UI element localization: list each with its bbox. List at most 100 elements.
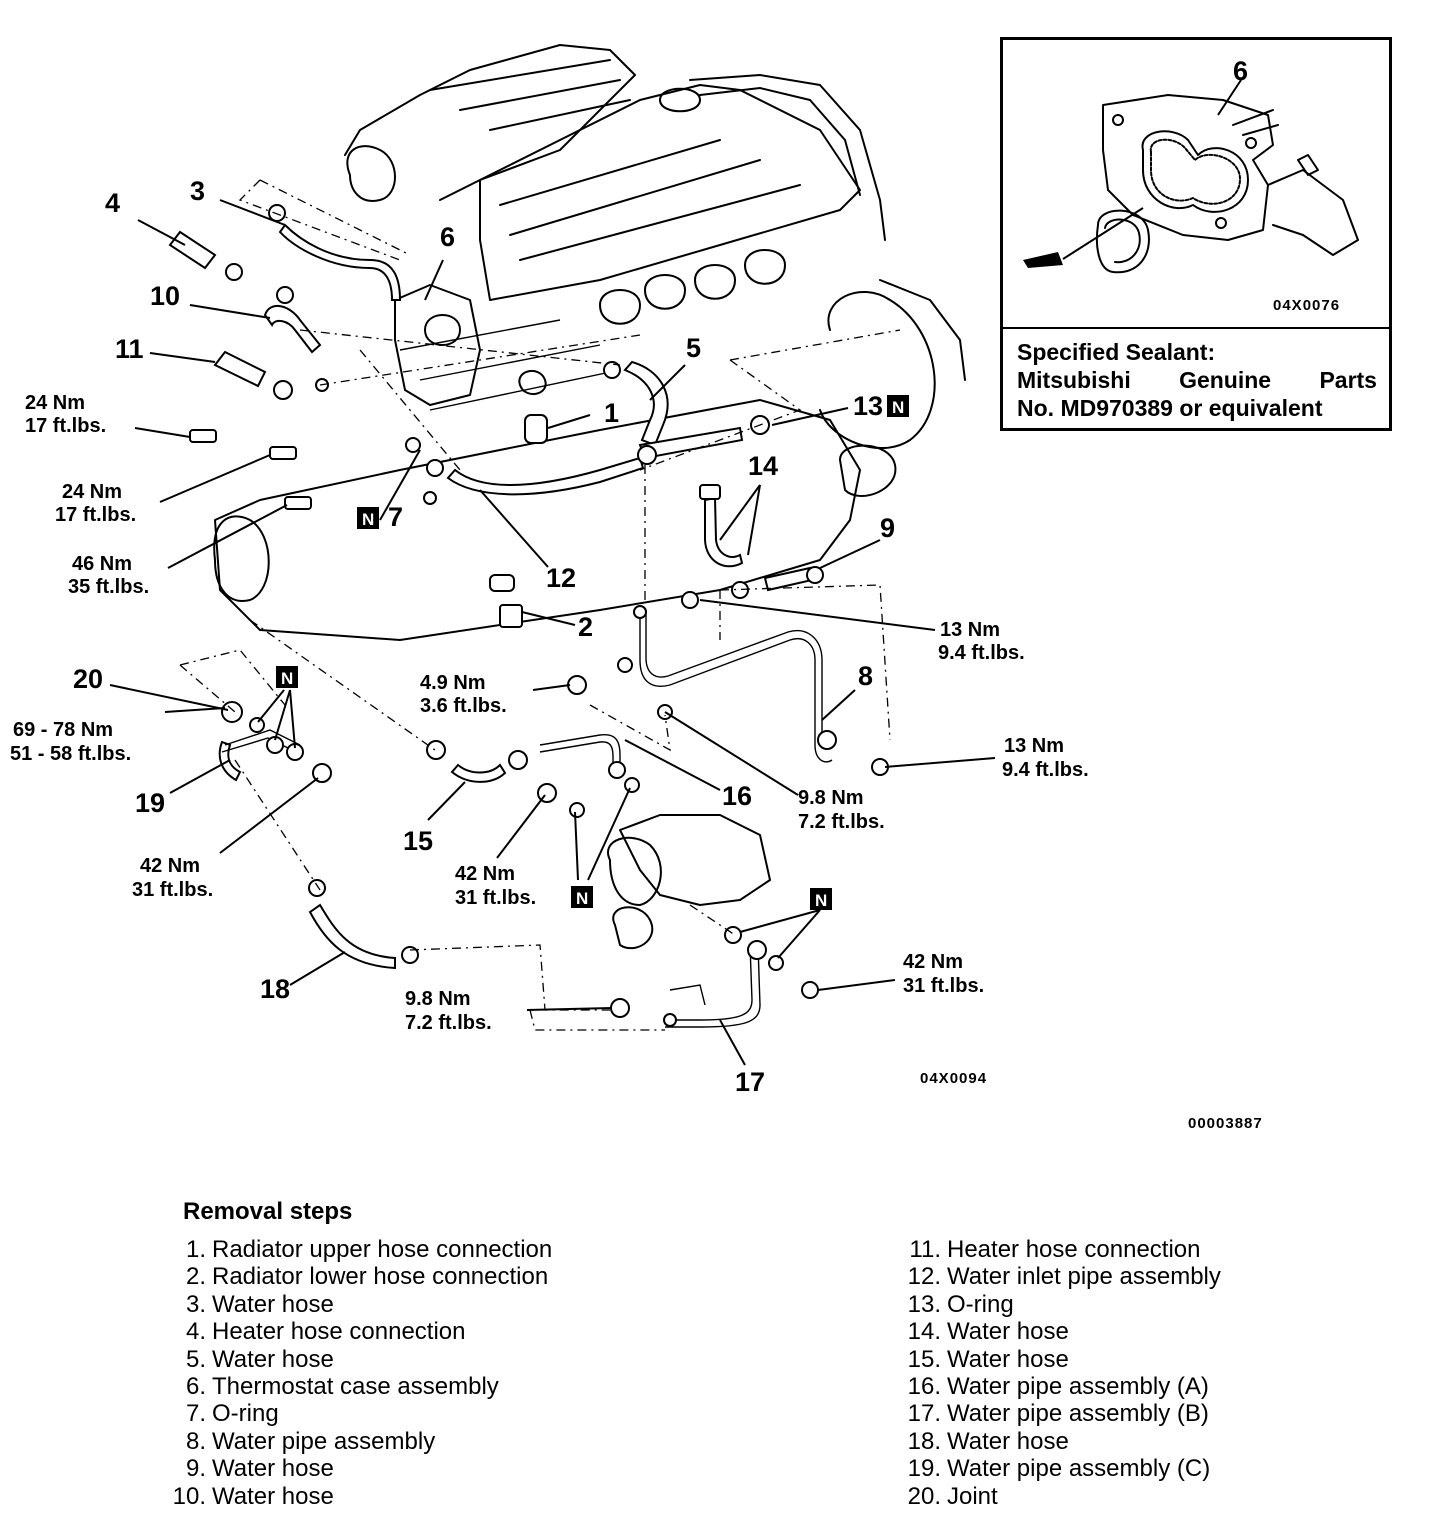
torque-spec-nm: 42 Nm <box>903 951 963 973</box>
callout-9: 9 <box>880 513 895 543</box>
removal-step-text: Radiator lower hose connection <box>212 1263 549 1291</box>
torque-spec-ftlbs: 9.4 ft.lbs. <box>938 642 1025 664</box>
sealant-heading: Specified Sealant: <box>1017 339 1216 365</box>
removal-step-number: 4. <box>185 1318 206 1346</box>
removal-step-text: O-ring <box>947 1290 1014 1318</box>
removal-step: 14.Water hose <box>903 1318 1221 1345</box>
removal-step-text: Radiator upper hose connection <box>212 1236 553 1263</box>
water-hose-3 <box>278 223 402 301</box>
svg-text:N: N <box>892 398 904 417</box>
removal-step-number: 2. <box>185 1263 206 1291</box>
heater-hose-4 <box>168 230 217 270</box>
figure-code-main: 04X0094 <box>920 1070 987 1087</box>
torque-spec-nm: 69 - 78 Nm <box>13 719 113 741</box>
torque-specs: 24 Nm 17 ft.lbs. 24 Nm 17 ft.lbs. 46 Nm … <box>10 392 1089 1034</box>
sealant-spec: Specified Sealant: Mitsubishi Genuine Pa… <box>1017 338 1377 422</box>
removal-steps-title: Removal steps <box>183 1198 353 1225</box>
intake-ports <box>599 249 786 325</box>
callout-5: 5 <box>686 333 701 363</box>
removal-step: 1.Radiator upper hose connection <box>168 1236 552 1263</box>
removal-step: 20.Joint <box>903 1483 1221 1510</box>
removal-step-text: Water hose <box>947 1318 1069 1346</box>
document-code: 00003887 <box>1188 1115 1263 1130</box>
removal-step: 11.Heater hose connection <box>903 1236 1221 1263</box>
turbocharger <box>607 814 771 950</box>
engine-outline <box>213 44 966 950</box>
removal-step: 10.Water hose <box>168 1483 552 1510</box>
callout-7: 7 <box>388 502 403 532</box>
removal-step: 8.Water pipe assembly <box>168 1428 552 1455</box>
removal-step: 12.Water inlet pipe assembly <box>903 1263 1221 1290</box>
removal-step-text: Water hose <box>212 1482 334 1510</box>
svg-text:N: N <box>576 889 588 908</box>
removal-step-text: Water hose <box>947 1427 1069 1455</box>
callout-13: 13 <box>853 391 883 421</box>
callout-2: 2 <box>578 612 593 642</box>
removal-step-text: Thermostat case assembly <box>212 1373 499 1401</box>
torque-spec-nm: 9.8 Nm <box>798 787 864 809</box>
sealant-inset: 6 04X0076 Specified Sealant: Mitsubishi … <box>1000 37 1392 431</box>
torque-spec-ftlbs: 17 ft.lbs. <box>55 504 136 526</box>
removal-step-text: Water pipe assembly (A) <box>947 1373 1209 1401</box>
removal-steps: Removal steps 1.Radiator upper hose conn… <box>173 1198 1303 1510</box>
torque-spec-ftlbs: 7.2 ft.lbs. <box>405 1012 492 1034</box>
torque-spec-ftlbs: 31 ft.lbs. <box>903 975 984 997</box>
callout-8: 8 <box>858 661 873 691</box>
callout-20: 20 <box>73 664 103 694</box>
removal-step-text: Water hose <box>947 1345 1069 1373</box>
removal-step-number: 5. <box>185 1345 206 1373</box>
removal-step-number: 17. <box>907 1400 941 1428</box>
torque-spec-nm: 42 Nm <box>455 863 515 885</box>
callout-11: 11 <box>115 334 144 364</box>
callout-4: 4 <box>105 188 120 218</box>
removal-step: 15.Water hose <box>903 1346 1221 1373</box>
removal-step-number: 15. <box>907 1345 941 1373</box>
n-mark-7: N <box>357 507 379 529</box>
callout-1: 1 <box>604 398 619 428</box>
thermostat-case <box>394 284 547 406</box>
torque-spec-ftlbs: 31 ft.lbs. <box>455 887 536 909</box>
removal-step-text: Heater hose connection <box>212 1318 466 1346</box>
sealant-part-number: No. MD970389 or equivalent <box>1017 395 1323 421</box>
removal-step: 9.Water hose <box>168 1455 552 1482</box>
removal-step: 16.Water pipe assembly (A) <box>903 1373 1221 1400</box>
inset-callout-6: 6 <box>1233 56 1248 86</box>
n-mark-13: N <box>887 395 909 417</box>
removal-step: 18.Water hose <box>903 1428 1221 1455</box>
hoses-and-pipes <box>168 223 833 1028</box>
n-mark-20: N <box>276 666 298 688</box>
removal-step-number: 6. <box>185 1373 206 1401</box>
heater-hose-11 <box>213 350 267 388</box>
removal-step-number: 13. <box>907 1290 941 1318</box>
svg-text:N: N <box>815 891 827 910</box>
removal-step: 19.Water pipe assembly (C) <box>903 1455 1221 1482</box>
n-mark-16: N <box>571 886 593 908</box>
water-hose-5 <box>623 360 669 447</box>
torque-spec-nm: 24 Nm <box>25 392 85 414</box>
removal-step: 4.Heater hose connection <box>168 1318 552 1345</box>
svg-text:N: N <box>362 510 374 529</box>
torque-spec-nm: 42 Nm <box>140 855 200 877</box>
fittings <box>189 204 889 1027</box>
removal-step-number: 20. <box>907 1482 941 1510</box>
removal-step: 3.Water hose <box>168 1291 552 1318</box>
removal-step-text: Water inlet pipe assembly <box>947 1263 1221 1291</box>
callout-17: 17 <box>735 1067 765 1097</box>
removal-step: 6.Thermostat case assembly <box>168 1373 552 1400</box>
torque-spec-ftlbs: 35 ft.lbs. <box>68 576 149 598</box>
callout-16: 16 <box>722 781 752 811</box>
torque-spec-ftlbs: 9.4 ft.lbs. <box>1002 759 1089 781</box>
torque-spec-nm: 46 Nm <box>72 553 132 575</box>
removal-step-text: Water hose <box>212 1345 334 1373</box>
callout-6: 6 <box>440 222 455 252</box>
torque-spec-ftlbs: 31 ft.lbs. <box>132 879 213 901</box>
removal-step: 2.Radiator lower hose connection <box>168 1263 552 1290</box>
removal-step: 17.Water pipe assembly (B) <box>903 1400 1221 1427</box>
removal-step-text: Heater hose connection <box>947 1236 1201 1263</box>
alignment-lines <box>179 179 901 1031</box>
torque-spec-nm: 24 Nm <box>62 481 122 503</box>
removal-step-text: Water hose <box>212 1290 334 1318</box>
n-mark-17: N <box>810 888 832 910</box>
torque-spec-ftlbs: 17 ft.lbs. <box>25 415 106 437</box>
